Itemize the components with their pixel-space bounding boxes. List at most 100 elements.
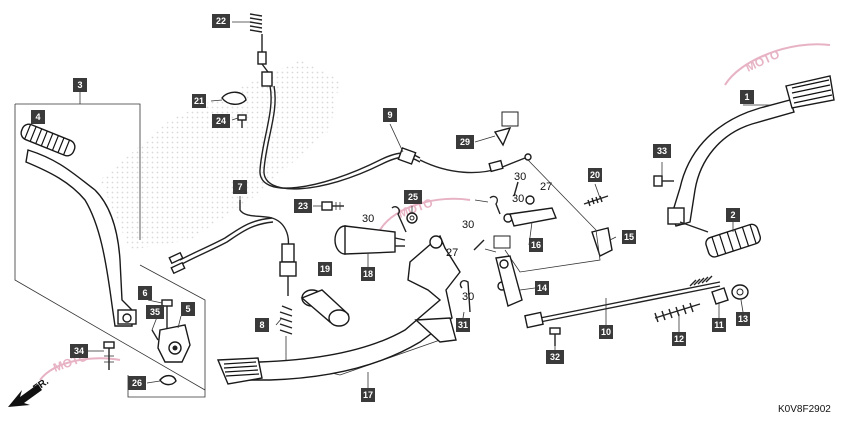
callout-11: 11 [712, 318, 726, 332]
callout-8: 8 [255, 318, 269, 332]
joint-15 [591, 227, 613, 257]
kick-starter-arm [25, 149, 137, 327]
svg-text:11: 11 [714, 320, 724, 330]
callout-5: 5 [181, 302, 195, 316]
callout-18: 18 [361, 267, 375, 281]
svg-text:6: 6 [142, 288, 147, 298]
callout-24: 24 [212, 114, 230, 128]
svg-text:10: 10 [601, 327, 611, 337]
svg-text:22: 22 [216, 16, 226, 26]
callout-25: 25 [404, 190, 422, 204]
kick-boss [157, 324, 191, 363]
svg-text:9: 9 [387, 110, 392, 120]
bolt-33 [653, 175, 674, 187]
svg-text:18: 18 [363, 269, 373, 279]
bolt-23 [321, 201, 344, 211]
front-direction-arrow: FR. [8, 376, 51, 407]
svg-text:21: 21 [194, 96, 204, 106]
callout-31: 31 [456, 318, 470, 332]
diagram-code: K0V8F2902 [778, 404, 831, 415]
svg-text:20: 20 [590, 170, 600, 180]
svg-text:2: 2 [730, 210, 735, 220]
svg-text:7: 7 [237, 182, 242, 192]
label-30: 30 [512, 193, 524, 205]
svg-text:12: 12 [674, 334, 684, 344]
label-30: 30 [462, 291, 474, 303]
callout-20: 20 [588, 168, 602, 182]
svg-text:13: 13 [738, 314, 748, 324]
callout-16: 16 [529, 238, 543, 252]
blank-box-top [501, 111, 519, 127]
callout-3: 3 [73, 78, 87, 92]
label-30: 30 [462, 219, 474, 231]
callout-19: 19 [318, 262, 332, 276]
callout-6: 6 [138, 286, 152, 300]
callout-23: 23 [294, 199, 312, 213]
bolt-34 [103, 341, 115, 370]
spring-pin [151, 329, 159, 341]
callout-10: 10 [599, 325, 613, 339]
pin-27 [473, 239, 485, 251]
group-frame-15 [504, 159, 601, 273]
svg-text:MOTO: MOTO [743, 47, 781, 75]
callout-4: 4 [31, 110, 45, 124]
callout-14: 14 [535, 281, 549, 295]
brake-rod [524, 275, 721, 329]
label-27: 27 [446, 247, 458, 259]
callout-1: 1 [740, 90, 754, 104]
background-logo-pattern [100, 60, 340, 250]
pivot-shaft [334, 225, 406, 255]
joint-29 [493, 126, 512, 147]
svg-text:16: 16 [531, 240, 541, 250]
svg-text:23: 23 [298, 201, 308, 211]
circlip [159, 374, 177, 386]
spring-20 [583, 195, 609, 207]
svg-text:8: 8 [259, 320, 264, 330]
shift-rubber [705, 223, 762, 258]
collar-19 [300, 289, 350, 327]
callout-15: 15 [622, 230, 636, 244]
shift-tread [785, 75, 835, 109]
leader-lines [88, 21, 770, 388]
callout-26: 26 [128, 376, 146, 390]
label-27: 27 [540, 181, 552, 193]
cotter-pin [391, 205, 407, 233]
svg-text:35: 35 [150, 307, 160, 317]
screw-24 [237, 114, 247, 128]
callout-34: 34 [70, 344, 88, 358]
bolt-32 [549, 327, 561, 346]
svg-text:26: 26 [132, 378, 142, 388]
spring-12 [654, 302, 701, 323]
cotter-pin-lower [459, 279, 471, 313]
callout-12: 12 [672, 332, 686, 346]
callout-35: 35 [146, 305, 164, 319]
callout-32: 32 [546, 350, 564, 364]
pin-30a [513, 181, 519, 197]
callout-21: 21 [192, 94, 206, 108]
svg-text:19: 19 [320, 264, 330, 274]
cable-holder [221, 91, 247, 105]
gearshift-pedal [667, 75, 835, 227]
callout-2: 2 [726, 208, 740, 222]
callout-29: 29 [456, 135, 474, 149]
svg-text:14: 14 [537, 283, 547, 293]
blank-box-mid [493, 235, 511, 249]
svg-text:33: 33 [657, 146, 667, 156]
stop-switch-harness [168, 200, 297, 296]
link-plate [509, 207, 557, 227]
svg-text:17: 17 [363, 390, 373, 400]
callout-33: 33 [653, 144, 671, 158]
label-30: 30 [514, 171, 526, 183]
kick-rubber-grip [20, 123, 76, 157]
svg-text:4: 4 [35, 112, 40, 122]
callout-boxes: 1 2 3 4 5 6 7 8 9 10 11 12 13 14 15 16 1… [31, 14, 754, 402]
callout-17: 17 [361, 388, 375, 402]
callout-9: 9 [383, 108, 397, 122]
svg-text:15: 15 [624, 232, 634, 242]
label-30: 30 [362, 213, 374, 225]
pin-30b [489, 195, 501, 215]
svg-text:3: 3 [77, 80, 82, 90]
callout-13: 13 [736, 312, 750, 326]
